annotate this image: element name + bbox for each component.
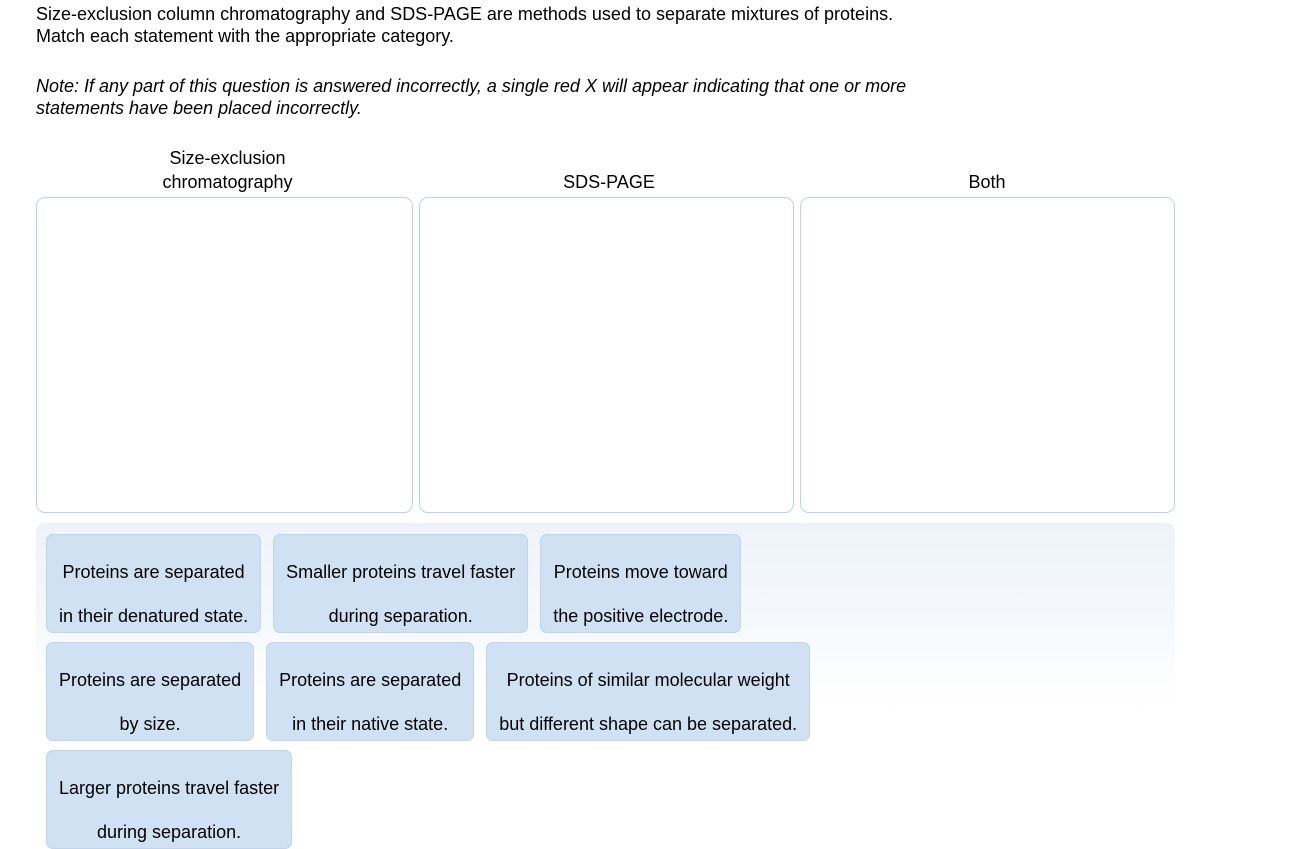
tile-line-2: in their native state. — [292, 714, 449, 734]
tile-line-2: during separation. — [97, 822, 242, 842]
statement-tile[interactable]: Proteins are separated in their denature… — [46, 534, 262, 633]
category-header-row: Size-exclusion chromatography SDS-PAGE B… — [36, 140, 1175, 194]
statement-tile[interactable]: Smaller proteins travel faster during se… — [273, 534, 529, 633]
tile-line-1: Proteins are separated — [279, 670, 462, 690]
tile-line-2: in their denatured state. — [59, 606, 249, 626]
category-header-label-line-1: SDS-PAGE — [563, 172, 655, 192]
tile-line-2: during separation. — [328, 606, 473, 626]
tile-line-1: Proteins move toward — [553, 562, 728, 582]
dropzone-both[interactable] — [800, 197, 1175, 513]
dropzone-size-exclusion-chromatography[interactable] — [36, 197, 413, 513]
tile-line-2: by size. — [119, 714, 181, 734]
category-header-label-line-1: Both — [968, 172, 1006, 192]
statement-tile[interactable]: Proteins are separated by size. — [46, 642, 255, 741]
category-header-label-line-2: chromatography — [162, 172, 293, 192]
statement-tile[interactable]: Proteins are separated in their native s… — [266, 642, 475, 741]
statement-tile[interactable]: Proteins move toward the positive electr… — [540, 534, 742, 633]
tile-line-1: Proteins are separated — [59, 670, 242, 690]
category-header-sds-page: SDS-PAGE — [419, 140, 799, 194]
prompt-line-1: Size-exclusion column chromatography and… — [36, 4, 894, 24]
question-note: Note: If any part of this question is an… — [36, 76, 1266, 119]
statement-tile-bank: Proteins are separated in their denature… — [36, 523, 1175, 849]
tile-row: Proteins are separated in their denature… — [46, 534, 1175, 633]
prompt-line-2: Match each statement with the appropriat… — [36, 25, 454, 46]
tile-line-2: the positive electrode. — [553, 606, 729, 626]
tile-line-2: but different shape can be separated. — [499, 714, 798, 734]
tile-line-1: Proteins of similar molecular weight — [506, 670, 790, 690]
tile-row: Larger proteins travel faster during sep… — [46, 750, 1175, 849]
statement-tile[interactable]: Larger proteins travel faster during sep… — [46, 750, 293, 849]
tile-line-1: Smaller proteins travel faster — [286, 562, 516, 582]
tile-line-1: Larger proteins travel faster — [59, 778, 280, 798]
statement-tile[interactable]: Proteins of similar molecular weight but… — [486, 642, 811, 741]
dropzone-row — [36, 197, 1175, 513]
dropzone-sds-page[interactable] — [419, 197, 794, 513]
note-line-1: Note: If any part of this question is an… — [36, 76, 907, 96]
note-line-2: statements have been placed incorrectly. — [36, 97, 362, 118]
category-header-size-exclusion-chromatography: Size-exclusion chromatography — [36, 140, 419, 194]
category-header-label-line-1: Size-exclusion — [169, 148, 286, 168]
tile-line-1: Proteins are separated — [62, 562, 245, 582]
tile-row: Proteins are separated by size. Proteins… — [46, 642, 1175, 741]
question-prompt: Size-exclusion column chromatography and… — [36, 4, 1276, 47]
category-header-both: Both — [799, 140, 1175, 194]
